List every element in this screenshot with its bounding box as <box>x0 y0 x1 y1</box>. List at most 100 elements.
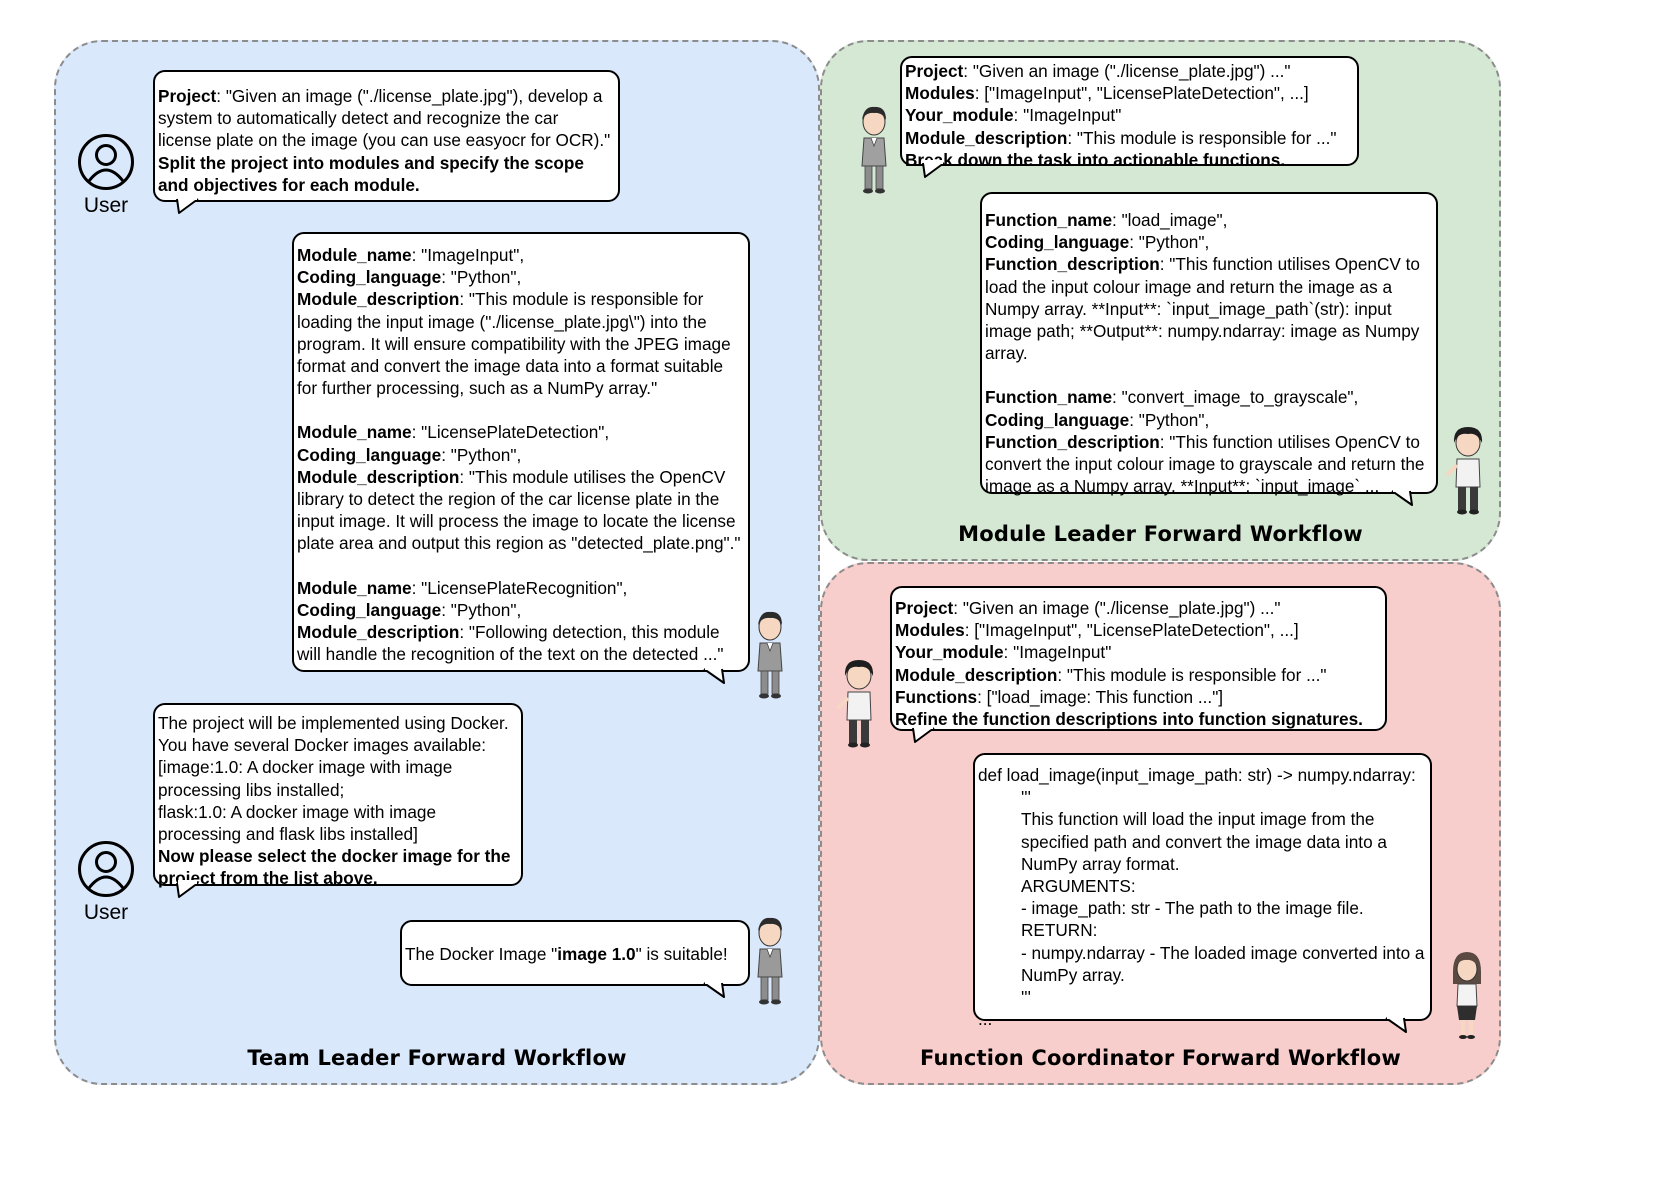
text: system to automatically detect and recog… <box>158 108 559 129</box>
text: : "ImageInput" <box>1003 642 1112 663</box>
text-line: Split the project into modules and speci… <box>158 152 612 174</box>
text: : "Given an image ("./license_plate.jpg"… <box>963 61 1291 81</box>
text: : "This module utilises the OpenCV <box>459 466 726 487</box>
text-line: - numpy.ndarray - The loaded image conve… <box>978 942 1425 964</box>
speech-tail <box>703 980 725 998</box>
text-line: You have several Docker images available… <box>158 734 515 756</box>
text-line: program. It will ensure compatibility wi… <box>297 333 742 355</box>
text: processing and flask libs installed] <box>158 824 418 845</box>
text-line: will handle the recognition of the text … <box>297 643 742 665</box>
text-line: Function_name: "convert_image_to_graysca… <box>985 386 1430 408</box>
bold-text: Project <box>895 598 954 618</box>
module-developer-avatar <box>1443 425 1487 515</box>
bold-text: Function_description <box>985 254 1160 275</box>
text: : ["ImageInput", "LicensePlateDetection"… <box>964 620 1299 641</box>
speech-tail <box>176 880 199 898</box>
text: Numpy array. **Input**: `input_image_pat… <box>985 298 1392 319</box>
team-leader-avatar-1 <box>748 609 792 699</box>
bold-text: Modules <box>895 620 965 641</box>
bold-text: Module_description <box>297 289 460 310</box>
text: input image. It will process the image t… <box>297 511 736 532</box>
text-line: format and convert the image data into a… <box>297 355 742 377</box>
text-line: Module_name: "ImageInput", <box>297 244 742 266</box>
text: flask:1.0: A docker image with image <box>158 801 437 822</box>
text-line: Module_description: "This module is resp… <box>895 664 1379 686</box>
text: for further processing, such as a NumPy … <box>297 378 658 399</box>
text-line: plate area and output this region as "de… <box>297 532 742 554</box>
bold-text: Function_name <box>985 210 1113 230</box>
text-line: The project will be implemented using Do… <box>158 712 515 734</box>
text: : "Python", <box>441 267 522 288</box>
bold-text: Module_description <box>895 664 1058 685</box>
text-line: Project: "Given an image ("./license_pla… <box>895 597 1379 619</box>
text-line: ''' <box>978 786 1424 808</box>
speech-tail <box>176 196 199 214</box>
text-line: library to detect the region of the car … <box>297 488 742 510</box>
text: format and convert the image data into a… <box>297 356 724 377</box>
bold-text: Coding_language <box>297 267 442 288</box>
module-prompt-message: Project: "Given an image ("./license_pla… <box>900 56 1359 170</box>
user-avatar-1: User <box>71 133 141 218</box>
text: This function will load the input image … <box>1021 809 1375 830</box>
bold-text: Module_name <box>297 577 412 598</box>
function-coordinator-title: Function Coordinator Forward Workflow <box>920 1046 1401 1070</box>
bold-text: Functions <box>895 686 978 707</box>
text: : "This function utilises OpenCV to <box>1159 254 1420 275</box>
text: NumPy array. <box>1021 964 1125 985</box>
text: : "This function utilises OpenCV to <box>1159 431 1420 452</box>
text-line: NumPy array. <box>978 964 1424 986</box>
text: : "This module is responsible for ..." <box>1067 127 1337 148</box>
text: : "This module is responsible for ..." <box>1057 664 1327 685</box>
text: You have several Docker images available… <box>158 735 487 756</box>
text-line: [image:1.0: A docker image with image <box>158 756 515 778</box>
bold-text: Your_module <box>895 642 1004 663</box>
text: : "Python", <box>1129 409 1210 430</box>
text-line: - image_path: str - The path to the imag… <box>978 897 1424 919</box>
text-line: Modules: ["ImageInput", "LicensePlateDet… <box>905 82 1351 104</box>
text-line: Coding_language: "Python", <box>985 409 1430 431</box>
text: def load_image(input_image_path: str) ->… <box>978 765 1416 785</box>
text-line: for further processing, such as a NumPy … <box>297 377 742 399</box>
bold-text: image 1.0 <box>557 944 636 964</box>
user-avatar-2: User <box>71 840 141 925</box>
bold-text: Function_name <box>985 387 1113 408</box>
speech-tail <box>1391 488 1413 506</box>
text-line: Functions: ["load_image: This function .… <box>895 686 1379 708</box>
text-line: Your_module: "ImageInput" <box>905 104 1351 126</box>
text-line: This function will load the input image … <box>978 808 1424 830</box>
text: ... <box>978 1009 993 1030</box>
function-developer-avatar <box>1445 950 1489 1040</box>
text: : "Given an image ("./license_plate.jpg"… <box>953 598 1281 618</box>
bold-text: Break down the task into actionable func… <box>905 149 1286 170</box>
text: : ["ImageInput", "LicensePlateDetection"… <box>974 83 1309 104</box>
text-line: Function_description: "This function uti… <box>985 253 1430 275</box>
module-leader-title: Module Leader Forward Workflow <box>958 522 1363 546</box>
text-line: Function_description: "This function uti… <box>985 431 1430 453</box>
bold-text: Refine the function descriptions into fu… <box>895 709 1363 730</box>
text: plate area and output this region as "de… <box>297 533 741 554</box>
text: : "Following detection, this module <box>459 622 720 643</box>
bold-text: Module_description <box>297 466 460 487</box>
text: : "ImageInput" <box>1013 105 1122 126</box>
bold-text: Module_name <box>297 422 412 443</box>
text: : "LicensePlateDetection", <box>411 422 610 443</box>
text: image path; **Output**: numpy.ndarray: i… <box>985 321 1420 342</box>
text: : ["load_image: This function ..."] <box>977 686 1224 707</box>
text-line: Numpy array. **Input**: `input_image_pat… <box>985 298 1430 320</box>
text-line: flask:1.0: A docker image with image <box>158 801 515 823</box>
text-line <box>297 555 742 577</box>
text: The project will be implemented using Do… <box>158 713 509 733</box>
bold-text: Project <box>905 61 964 81</box>
speech-tail <box>1385 1015 1407 1033</box>
user-label: User <box>83 194 129 217</box>
module-leader-avatar <box>852 104 896 194</box>
leader-docker-response: The Docker Image "image 1.0" is suitable… <box>400 920 750 986</box>
text-line: image as a Numpy array. **Input**: `inpu… <box>985 475 1430 497</box>
user-icon <box>78 841 134 897</box>
text-line: Refine the function descriptions into fu… <box>895 708 1379 730</box>
bold-text: Now please select the docker image for t… <box>158 846 511 867</box>
bold-text: Coding_language <box>985 232 1130 253</box>
text: [image:1.0: A docker image with image <box>158 757 453 778</box>
text: ARGUMENTS: <box>1021 876 1136 897</box>
text-line: processing and flask libs installed] <box>158 823 515 845</box>
